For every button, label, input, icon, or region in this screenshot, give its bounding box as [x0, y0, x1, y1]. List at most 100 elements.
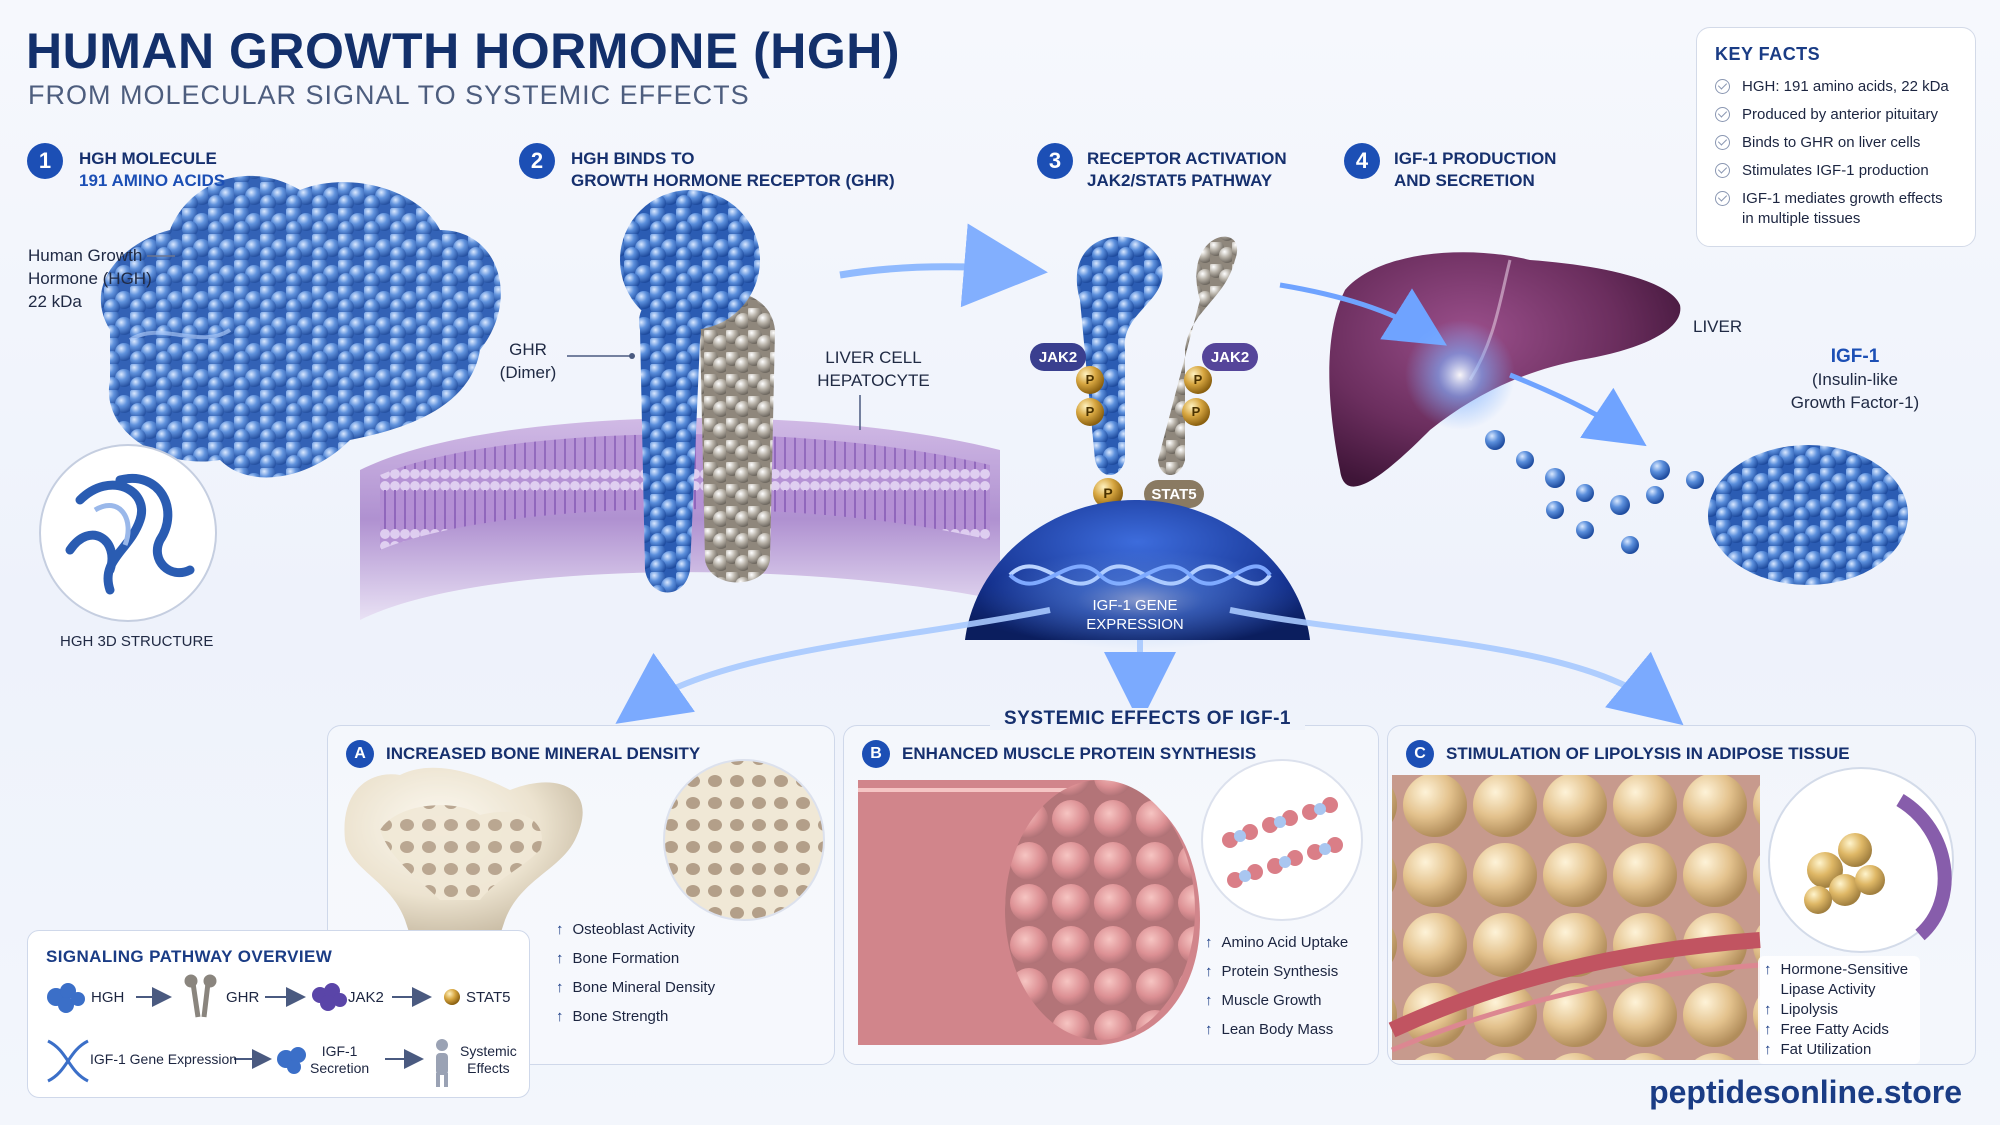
hgh-label-line3: 22 kDa	[28, 292, 82, 311]
brand-link[interactable]: peptidesonline.store	[1649, 1074, 1962, 1110]
key-facts-box: KEY FACTS HGH: 191 amino acids, 22 kDa P…	[1696, 27, 1976, 247]
step-2-badge: 2	[519, 143, 555, 179]
effect-item: ↑ Lipolysis	[1764, 1000, 1914, 1020]
effect-item: ↑ Bone Strength	[556, 1002, 715, 1031]
hgh-label: Human Growth Hormone (HGH) 22 kDa	[28, 244, 152, 313]
key-fact-item: Stimulates IGF-1 production	[1715, 161, 1957, 181]
ghr-label-line1: GHR	[509, 340, 547, 359]
effect-item: ↑ Bone Mineral Density	[556, 973, 715, 1002]
up-arrow-icon: ↑	[1205, 1021, 1213, 1038]
liver-cell-label-line2: HEPATOCYTE	[817, 371, 930, 390]
panel-bone-head: A INCREASED BONE MINERAL DENSITY	[346, 740, 700, 768]
step-1-line2: 191 AMINO ACIDS	[79, 171, 226, 190]
effect-text: Bone Formation	[572, 950, 680, 967]
pathway-stat5: STAT5	[466, 989, 511, 1006]
up-arrow-icon: ↑	[556, 921, 564, 938]
lipase-closeup-icon	[1768, 767, 1954, 953]
step-1-label: HGH MOLECULE 191 AMINO ACIDS	[79, 148, 225, 192]
panel-muscle-title: ENHANCED MUSCLE PROTEIN SYNTHESIS	[902, 744, 1257, 763]
effect-item: ↑Protein Synthesis	[1205, 957, 1348, 986]
step-4-line2: AND SECRETION	[1394, 171, 1535, 190]
effect-item: ↑ Lean Body Mass	[1205, 1015, 1348, 1044]
effect-text: Bone Mineral Density	[572, 979, 716, 996]
up-arrow-icon: ↑	[556, 979, 564, 996]
secretion-small-icon	[277, 1047, 306, 1074]
effect-text: Hormone-Sensitive Lipase Activity	[1780, 961, 1909, 998]
igf1-label-line2: (Insulin-like	[1812, 370, 1898, 389]
body-small-icon	[436, 1039, 448, 1087]
key-fact-text: HGH: 191 amino acids, 22 kDa	[1742, 78, 1949, 95]
check-circle-icon	[1715, 191, 1730, 206]
up-arrow-icon: ↑	[1205, 992, 1213, 1009]
phospho-label-1: P	[1085, 372, 1095, 387]
up-arrow-icon: ↑	[1764, 1041, 1772, 1058]
adipose-tissue-illustration-icon	[1388, 775, 1761, 1060]
key-fact-item: Binds to GHR on liver cells	[1715, 133, 1957, 153]
dna-small-icon	[47, 1039, 89, 1083]
check-circle-icon	[1715, 163, 1730, 178]
phospho-label-2: P	[1085, 404, 1095, 419]
jak2-small-icon	[312, 983, 347, 1011]
effect-text: Bone Strength	[572, 1008, 669, 1025]
hgh-3d-label: HGH 3D STRUCTURE	[60, 633, 214, 650]
check-circle-icon	[1715, 107, 1730, 122]
up-arrow-icon: ↑	[1205, 934, 1213, 951]
step-3-line1: RECEPTOR ACTIVATION	[1087, 149, 1287, 168]
up-arrow-icon: ↑	[1764, 1001, 1772, 1018]
key-fact-item: IGF-1 mediates growth effects in multipl…	[1715, 189, 1957, 229]
pathway-secretion-line2: Secretion	[310, 1060, 370, 1076]
key-facts-title: KEY FACTS	[1715, 44, 1821, 64]
hgh-molecule-icon	[100, 175, 501, 478]
up-arrow-icon: ↑	[1764, 961, 1772, 978]
effect-text: Free Fatty Acids	[1780, 1021, 1889, 1038]
nucleus-icon	[965, 500, 1310, 650]
pathway-gene-expression: IGF-1 Gene Expression	[90, 1051, 238, 1067]
effect-item: ↑ Hormone-Sensitive Lipase Activity	[1764, 960, 1914, 1000]
panel-bone-title: INCREASED BONE MINERAL DENSITY	[386, 744, 701, 763]
muscle-illustration-icon	[858, 780, 1200, 1045]
hgh-label-line2: Hormone (HGH)	[28, 269, 152, 288]
step-3-label: RECEPTOR ACTIVATION JAK2/STAT5 PATHWAY	[1087, 148, 1287, 192]
panel-adipose: C STIMULATION OF LIPOLYSIS IN ADIPOSE TI…	[1387, 725, 1976, 1065]
check-circle-icon	[1715, 135, 1730, 150]
igf1-label-line3: Growth Factor-1)	[1790, 393, 1920, 412]
effect-text: Fat Utilization	[1780, 1041, 1872, 1058]
key-fact-text: IGF-1 mediates growth effects in multipl…	[1742, 190, 1943, 227]
effect-text: Protein Synthesis	[1221, 963, 1339, 980]
key-fact-item: HGH: 191 amino acids, 22 kDa	[1715, 77, 1957, 97]
liver-cell-label: LIVER CELL HEPATOCYTE	[806, 346, 941, 392]
effect-item: ↑Free Fatty Acids	[1764, 1020, 1914, 1040]
jak2-left-label: JAK2	[1038, 349, 1078, 366]
ghr-dimer-icon	[620, 190, 775, 593]
pathway-icons	[47, 974, 460, 1087]
effect-item: ↑ Fat Utilization	[1764, 1040, 1914, 1060]
panel-muscle-list: ↑Amino Acid Uptake ↑Protein Synthesis ↑M…	[1205, 928, 1348, 1044]
panel-bone-letter: A	[346, 740, 374, 768]
effect-item: ↑Amino Acid Uptake	[1205, 928, 1348, 957]
effect-item: ↑Bone Formation	[556, 944, 715, 973]
pathway-systemic-line2: Effects	[467, 1060, 510, 1076]
panel-muscle: B ENHANCED MUSCLE PROTEIN SYNTHESIS ↑Ami…	[843, 725, 1379, 1065]
pathway-secretion: IGF-1 Secretion	[310, 1043, 369, 1077]
effect-text: Osteoblast Activity	[572, 921, 696, 938]
liver-label: LIVER	[1693, 317, 1743, 336]
pathway-systemic-line1: Systemic	[460, 1043, 517, 1059]
step-1-badge: 1	[27, 143, 63, 179]
hgh-3d-structure-icon	[39, 444, 217, 622]
key-fact-text: Binds to GHR on liver cells	[1742, 134, 1921, 151]
pathway-title: SIGNALING PATHWAY OVERVIEW	[46, 947, 333, 966]
panel-adipose-title: STIMULATION OF LIPOLYSIS IN ADIPOSE TISS…	[1446, 744, 1850, 763]
effect-text: Lipolysis	[1780, 1001, 1839, 1018]
key-fact-item: Produced by anterior pituitary	[1715, 105, 1957, 125]
step-2-line1: HGH BINDS TO	[571, 149, 695, 168]
jak2-right-label: JAK2	[1210, 349, 1250, 366]
igf1-label-title: IGF-1	[1830, 346, 1880, 367]
igf1-molecule-icon	[1485, 430, 1908, 585]
effect-text: Lean Body Mass	[1221, 1021, 1334, 1038]
receptor-activation-icon	[1030, 236, 1258, 508]
gene-expression-line1: IGF-1 GENE	[1092, 597, 1178, 614]
pathway-hgh: HGH	[91, 989, 125, 1006]
page-title: HUMAN GROWTH HORMONE (HGH)	[26, 23, 901, 79]
up-arrow-icon: ↑	[556, 1008, 564, 1025]
